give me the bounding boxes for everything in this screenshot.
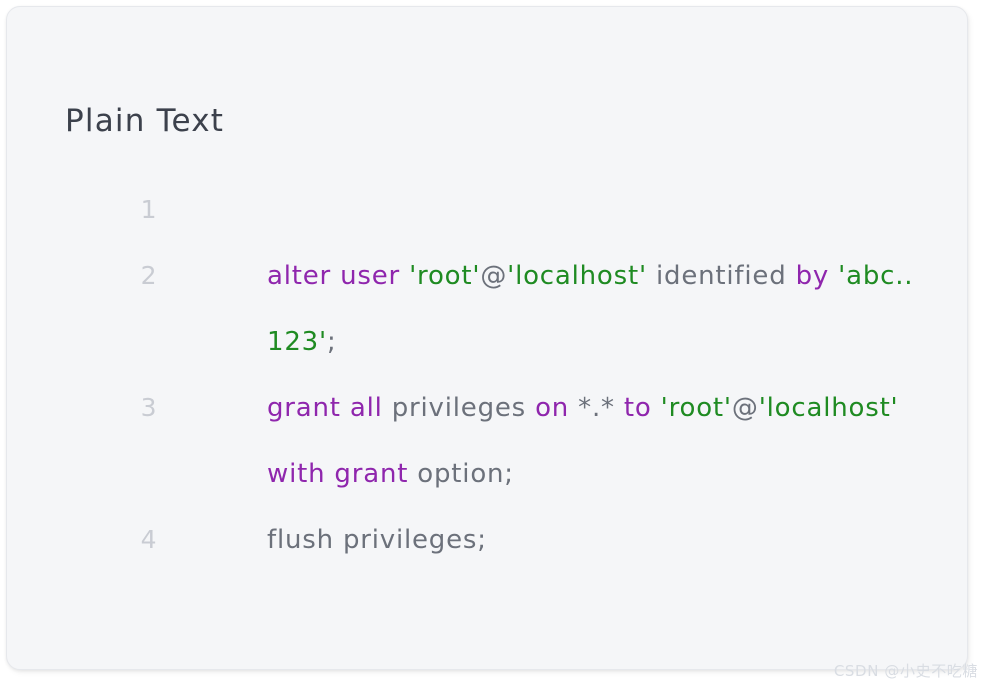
- code-line-text[interactable]: flush privileges;: [157, 507, 967, 573]
- faint-ghost-mark: [903, 503, 943, 547]
- watermark-text: CSDN @小史不吃糖: [833, 662, 978, 680]
- code-token-plain: *.*: [578, 393, 624, 423]
- line-number: 2: [140, 261, 157, 290]
- code-token-plain: identified: [646, 261, 796, 291]
- line-number: 3: [140, 393, 157, 422]
- code-token-plain: @: [731, 393, 759, 423]
- code-token-string: 'localhost': [507, 261, 647, 291]
- code-token-keyword: grant all: [267, 393, 392, 423]
- code-line[interactable]: 4 flush privileges;: [7, 507, 967, 573]
- code-line-text[interactable]: alter user 'root'@'localhost' identified…: [157, 243, 967, 375]
- code-token-plain: @: [480, 261, 508, 291]
- code-line[interactable]: 1: [7, 177, 967, 243]
- code-token-plain: flush privileges;: [267, 525, 487, 555]
- line-number: 1: [140, 195, 157, 224]
- code-token-plain: privileges: [391, 393, 536, 423]
- code-token-string: 'abc..123': [267, 261, 914, 357]
- code-line-text[interactable]: grant all privileges on *.* to 'root'@'l…: [157, 375, 967, 507]
- code-token-keyword: by: [795, 261, 839, 291]
- code-token-keyword: with grant: [267, 393, 908, 489]
- language-label: Plain Text: [65, 103, 225, 139]
- code-token-plain: ;: [326, 327, 337, 357]
- code-token-keyword: on: [535, 393, 579, 423]
- code-token-string: 'localhost': [758, 393, 899, 423]
- code-token-string: 'root': [660, 393, 732, 423]
- line-number: 4: [140, 525, 157, 554]
- code-token-plain: option;: [417, 459, 514, 489]
- code-line-text[interactable]: [157, 177, 967, 243]
- code-token-keyword: alter user: [267, 261, 410, 291]
- code-token-string: 'root': [409, 261, 481, 291]
- code-token-keyword: to: [623, 393, 661, 423]
